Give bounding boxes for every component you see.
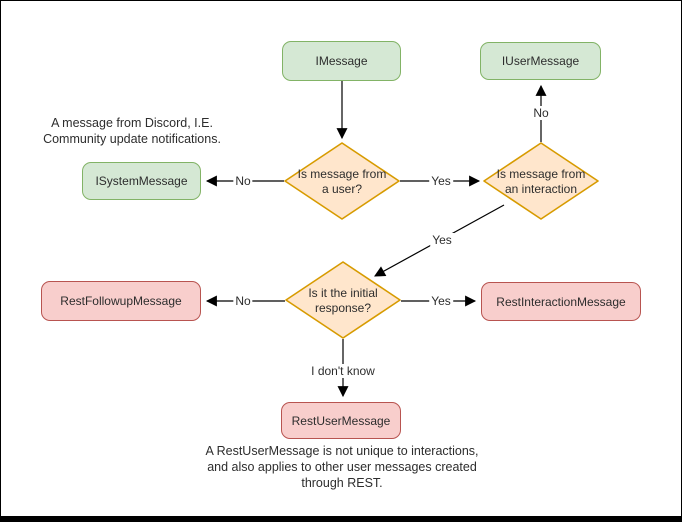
note-restusermessage: A RestUserMessage is not unique to inter… [205, 444, 479, 490]
edge-label-yes-restinteraction: Yes [429, 294, 453, 308]
node-iusermessage[interactable]: IUserMessage [480, 42, 601, 80]
node-restusermessage[interactable]: RestUserMessage [281, 402, 401, 439]
node-imessage[interactable]: IMessage [282, 41, 401, 81]
edge-label-yes-interaction: Yes [429, 174, 453, 188]
node-restfollowupmessage[interactable]: RestFollowupMessage [41, 281, 201, 321]
node-isystemmessage-label: ISystemMessage [95, 174, 188, 188]
edge-label-no-restfollowup: No [233, 294, 253, 308]
edge-label-yes-initialresponse: Yes [430, 233, 454, 247]
edge-label-idk-restuser: I don't know [309, 364, 377, 378]
decision-is-message-from-interaction[interactable] [483, 142, 599, 220]
node-iusermessage-label: IUserMessage [501, 54, 580, 68]
node-restfollowupmessage-label: RestFollowupMessage [60, 294, 182, 308]
edge-label-no-systemmessage: No [233, 174, 253, 188]
node-restinteractionmessage[interactable]: RestInteractionMessage [481, 282, 641, 321]
node-restusermessage-label: RestUserMessage [291, 413, 391, 428]
edge-label-no-iusermessage: No [531, 106, 551, 120]
node-isystemmessage[interactable]: ISystemMessage [82, 162, 201, 200]
node-restinteractionmessage-label: RestInteractionMessage [496, 294, 626, 309]
note-systemmessage: A message from Discord, I.E. Community u… [43, 116, 221, 146]
window-bottom-bar [1, 516, 681, 521]
decision-is-initial-response[interactable] [285, 261, 401, 339]
node-imessage-label: IMessage [315, 54, 368, 68]
decision-is-message-from-user[interactable] [284, 142, 400, 220]
